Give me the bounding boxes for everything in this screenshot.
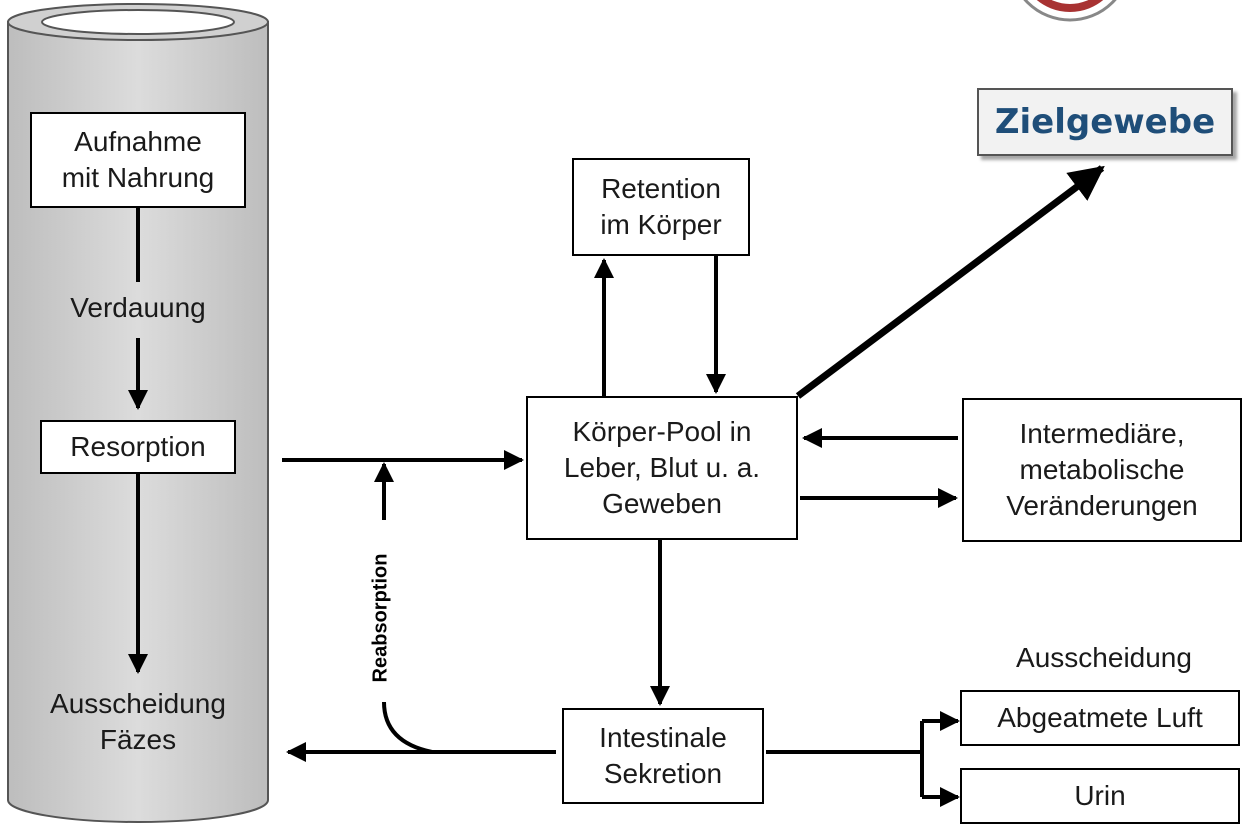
urine-box: Urin (960, 768, 1240, 824)
retention-line-2: im Körper (600, 209, 722, 240)
retention-line-1: Retention (601, 173, 721, 204)
intermediary-line-1: Intermediäre, (1019, 418, 1185, 449)
intermediary-line-3: Veränderungen (1006, 490, 1198, 521)
body-pool-line-1: Körper-Pool in (572, 416, 752, 447)
excretion-branch (766, 711, 960, 807)
reabsorption-label: Reabsorption (369, 553, 392, 683)
excretion-feces-line-1: Ausscheidung (50, 688, 226, 719)
body-pool-line-3: Geweben (602, 488, 722, 519)
target-tissue-label: Zielgewebe (994, 102, 1216, 142)
intestinal-secretion-box: Intestinale Sekretion (562, 708, 764, 804)
exhaled-air-label: Abgeatmete Luft (997, 702, 1203, 733)
excretion-feces-label: Ausscheidung Fäzes (10, 686, 266, 758)
intake-line-2: mit Nahrung (61, 162, 215, 193)
body-pool-box: Körper-Pool in Leber, Blut u. a. Geweben (526, 396, 798, 540)
excretion-header: Ausscheidung (1016, 642, 1192, 673)
intermediary-box: Intermediäre, metabolische Veränderungen (962, 398, 1242, 542)
resorption-box: Resorption (40, 420, 236, 474)
digestion-label: Verdauung (70, 292, 206, 323)
excretion-feces-line-2: Fäzes (99, 724, 177, 755)
secretion-line-2: Sekretion (603, 758, 723, 789)
body-pool-line-2: Leber, Blut u. a. (563, 452, 761, 483)
intake-box: Aufnahme mit Nahrung (30, 112, 246, 208)
retention-box: Retention im Körper (572, 158, 750, 256)
arrow-pool-to-target (795, 165, 1105, 399)
exhaled-air-box: Abgeatmete Luft (960, 690, 1240, 746)
urine-label: Urin (1074, 780, 1126, 811)
arrow-reabsorption (382, 701, 433, 754)
circular-emblem-icon (1023, 0, 1117, 22)
target-tissue-box: Zielgewebe (977, 88, 1233, 156)
intermediary-line-2: metabolische (1019, 454, 1185, 485)
intake-line-1: Aufnahme (74, 126, 202, 157)
resorption-label: Resorption (70, 431, 206, 462)
secretion-line-1: Intestinale (599, 722, 727, 753)
